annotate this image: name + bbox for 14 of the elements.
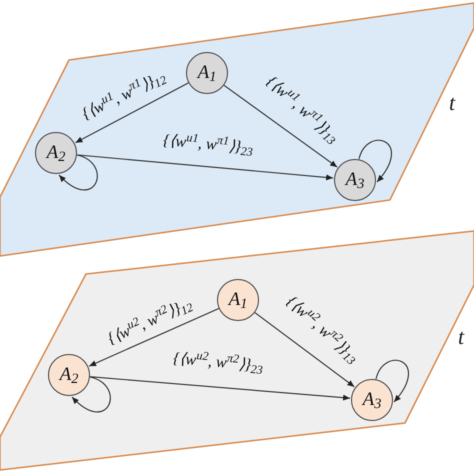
arrow xyxy=(88,308,220,367)
time-axis-label: t xyxy=(449,92,456,114)
arrow xyxy=(76,154,334,180)
edge-label: {⟨w$^{u2}$, w$^{π2}$⟩}$_{23}$ xyxy=(172,351,264,375)
time-axis-label: t xyxy=(458,326,464,348)
arrow xyxy=(72,376,111,412)
arrow xyxy=(224,84,338,168)
arrow xyxy=(58,154,98,190)
arrow xyxy=(90,376,350,401)
arrow xyxy=(358,140,392,182)
arrow xyxy=(375,360,409,402)
arrow xyxy=(254,312,355,388)
edge-label: {⟨w$^{u1}$, w$^{π1}$⟩}$_{23}$ xyxy=(162,133,254,157)
arrow xyxy=(75,82,189,144)
